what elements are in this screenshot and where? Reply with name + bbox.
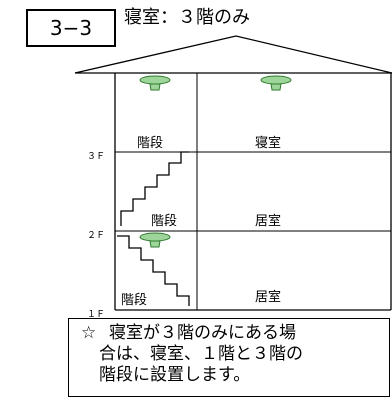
room-label-2f-living: 居室 bbox=[255, 214, 282, 229]
roof-outline bbox=[74, 35, 392, 74]
note-box: ☆ 寝室が３階のみにある場 合は、寝室、１階と３階の 階段に設置します。 bbox=[68, 318, 390, 397]
room-label-3f-stairs: 階段 bbox=[137, 136, 164, 151]
room-label-2f-stairs: 階段 bbox=[151, 214, 178, 229]
smoke-detector-1f-stairs bbox=[139, 232, 171, 248]
floor-label-3f: ３Ｆ bbox=[87, 152, 106, 162]
star-icon: ☆ bbox=[81, 323, 97, 343]
stairs-2f-3f bbox=[120, 151, 189, 226]
note-text-1: 寝室が３階のみにある場 bbox=[109, 323, 296, 343]
figure-number-badge: 3−3 bbox=[26, 9, 116, 47]
note-line-3: 階段に設置します。 bbox=[99, 365, 251, 385]
note-line-1: ☆ 寝室が３階のみにある場 bbox=[81, 323, 381, 344]
floor-label-2f: ２Ｆ bbox=[87, 231, 106, 241]
note-line-2: 合は、寝室、１階と３階の bbox=[99, 344, 303, 364]
room-label-1f-stairs: 階段 bbox=[121, 293, 148, 308]
smoke-detector-3f-bedroom bbox=[260, 75, 292, 91]
figure-number: 3−3 bbox=[49, 16, 93, 40]
floor-label-1f: １Ｆ bbox=[87, 310, 106, 320]
figure-subtitle: 寝室：３階のみ bbox=[124, 7, 250, 28]
room-label-1f-living: 居室 bbox=[255, 290, 282, 305]
stairs-1f-2f bbox=[117, 235, 190, 306]
smoke-detector-3f-stairs bbox=[139, 75, 171, 91]
room-label-3f-bedroom: 寝室 bbox=[255, 136, 282, 151]
